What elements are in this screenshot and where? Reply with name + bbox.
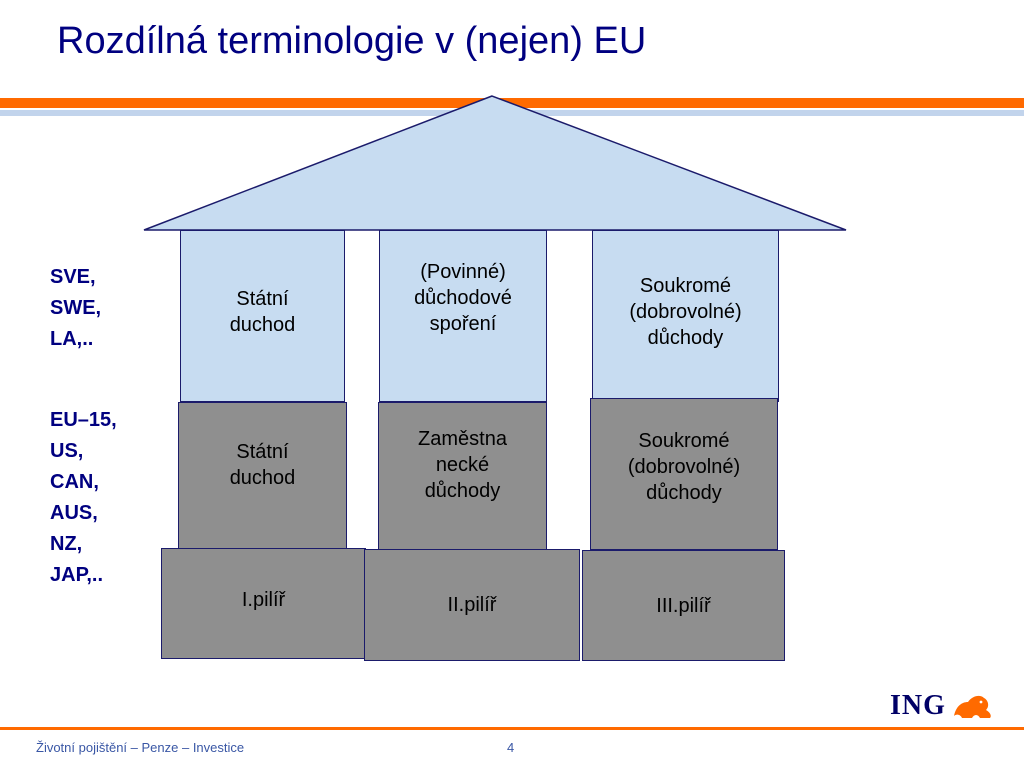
slide-title: Rozdílná terminologie v (nejen) EU — [57, 20, 647, 62]
pillar-3-base: III.pilíř — [582, 550, 785, 661]
pillar-1-base: I.pilíř — [161, 548, 366, 659]
roof-triangle — [143, 95, 847, 231]
pillar-2-middle: Zaměstna necké důchody — [378, 402, 547, 550]
pillar-3-middle-label: Soukromé (dobrovolné) důchody — [627, 430, 741, 504]
pillar-2-top-label: (Povinné) důchodové spoření — [414, 261, 512, 335]
page-number: 4 — [507, 740, 515, 755]
logo-text: ING — [890, 690, 946, 721]
group-label-sve: SVE, SWE, LA,.. — [50, 266, 102, 350]
footer-orange-line — [0, 727, 1024, 730]
pillar-3-base-label: III.pilíř — [656, 594, 711, 617]
pillar-3-top-label: Soukromé (dobrovolné) důchody — [629, 275, 742, 349]
pillar-2-top: (Povinné) důchodové spoření — [379, 230, 547, 402]
pillar-2-middle-label: Zaměstna necké důchody — [418, 428, 507, 502]
pillar-1-top: Státní duchod — [180, 230, 345, 402]
pillar-3-middle: Soukromé (dobrovolné) důchody — [590, 398, 778, 550]
pillar-1-top-label: Státní duchod — [229, 288, 296, 336]
group-label-eu15: EU–15, US, CAN, AUS, NZ, JAP,.. — [50, 409, 117, 586]
lion-icon — [953, 695, 991, 718]
pillar-1-middle: Státní duchod — [178, 402, 347, 550]
pillar-1-middle-label: Státní duchod — [229, 441, 296, 489]
footer-text: Životní pojištění – Penze – Investice — [36, 740, 245, 755]
pillar-2-base-label: II.pilíř — [447, 594, 497, 616]
pillar-3-top: Soukromé (dobrovolné) důchody — [592, 230, 779, 402]
ing-logo: ING — [890, 690, 994, 722]
pillar-1-base-label: I.pilíř — [241, 588, 286, 611]
pillar-2-base: II.pilíř — [364, 549, 580, 661]
